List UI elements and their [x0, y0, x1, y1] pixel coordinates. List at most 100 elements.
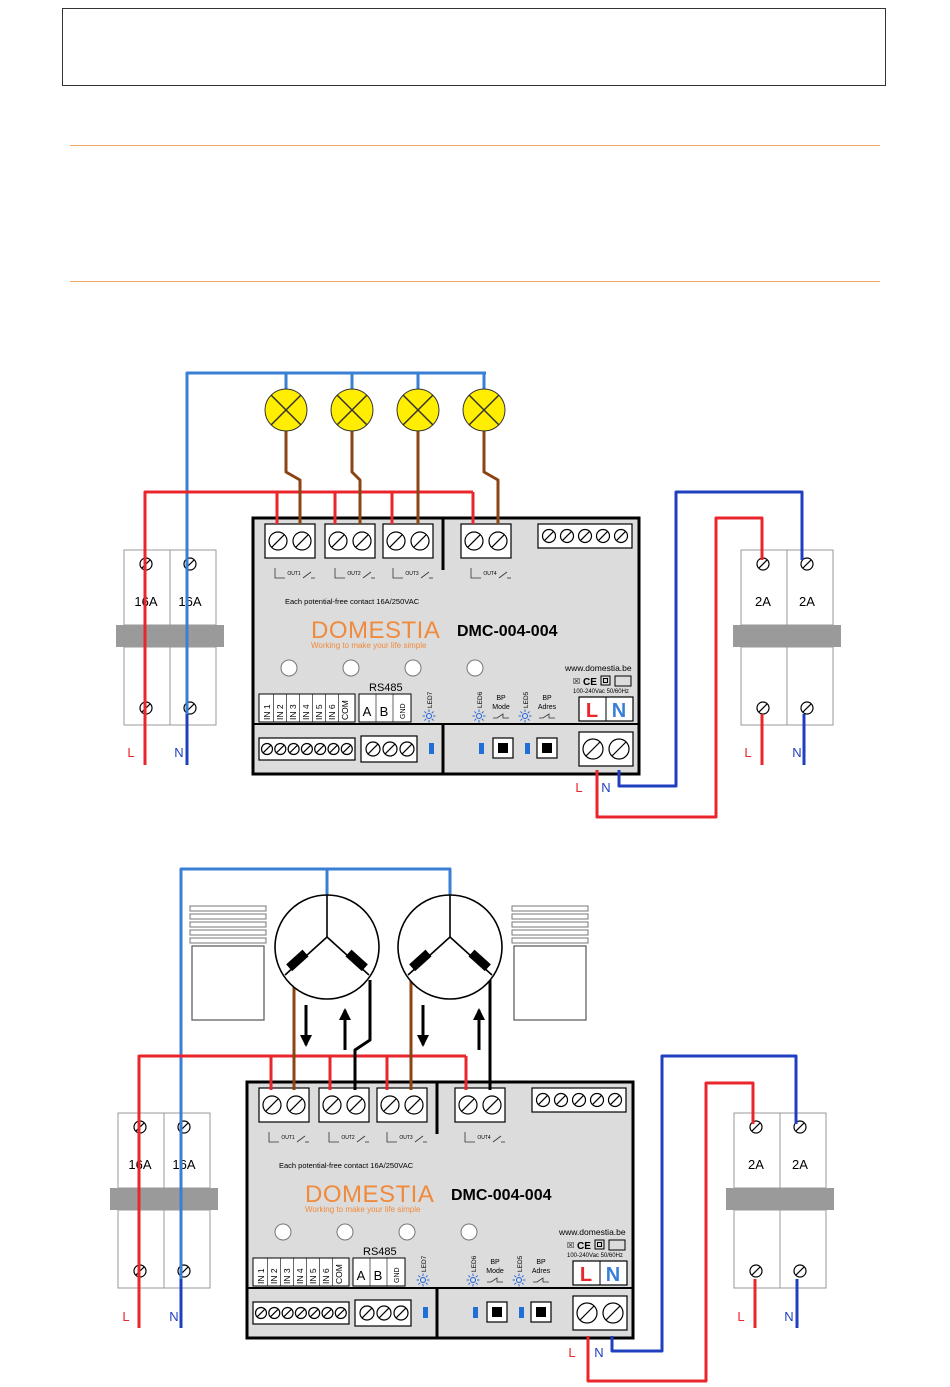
motors-bp-adres-button-cap [536, 1307, 546, 1317]
motors-channel-button-1 [274, 1223, 292, 1241]
motors-output-2-screw-a-slot [325, 1098, 339, 1112]
lamps-class2-mark-outer [600, 675, 611, 686]
lamps-relay-symbol-1 [274, 568, 285, 579]
shutter-right-slat-2 [511, 921, 589, 928]
motors-input-label-5: IN 6 [321, 1268, 331, 1284]
motors-input-label-4: IN 5 [308, 1268, 318, 1284]
shutter-right-slat-4 [511, 937, 589, 944]
motors-led6-ray-5 [468, 1275, 471, 1278]
motors-led5-icon [516, 1277, 522, 1283]
lamps-led5-icon [522, 713, 528, 719]
lamps-input-label-5: IN 6 [327, 704, 337, 720]
lamps-bp-adres-button-cap [542, 743, 552, 753]
lamps-bus-B: B [380, 704, 389, 719]
shutter-right-window [513, 945, 587, 1021]
motors-led6-icon [470, 1277, 476, 1283]
motors-class2-mark-inner [597, 1242, 602, 1247]
shutter-left-slat-4 [189, 937, 267, 944]
shutter-right-slat-1 [511, 913, 589, 920]
motors-bus-screw-2-slot [395, 1307, 407, 1319]
motors-module-N-label: N [594, 1345, 603, 1360]
motors-input-label-0: IN 1 [256, 1268, 266, 1284]
lamps-module-body [251, 516, 641, 776]
lamps-input-label-6: COM [340, 700, 350, 720]
lamps-ce-mark: CE [583, 677, 597, 688]
motors-led7-label: LED7 [421, 1255, 428, 1272]
motors-input-screw-1-slot [270, 1308, 279, 1318]
motors-relay-switch-3 [414, 1135, 424, 1143]
motors-output-2-screw-b-slot [349, 1098, 363, 1112]
motors-input-screw-5-slot [323, 1308, 332, 1318]
motors-supply-breaker-rating-1: 2A [792, 1157, 808, 1172]
lamps-power-label-N: N [612, 700, 626, 722]
motors-bus-label: RS485 [363, 1246, 397, 1258]
lamps-output-label-2: OUT2 [347, 571, 361, 577]
lamps-led6-ray-1 [481, 718, 484, 721]
lamps-channel-button-3 [404, 659, 422, 677]
lamps-input-screw-2-slot [289, 744, 298, 754]
lamps-aux-screw-0-slot [544, 531, 554, 541]
motors-bus-A: A [357, 1268, 366, 1283]
motors-brand-tagline: Working to make your life simple [305, 1205, 421, 1214]
motors-input-label-box [252, 1257, 350, 1287]
lamps-relay-symbol-2 [334, 568, 345, 579]
motors-input-screw-6-slot [336, 1308, 346, 1318]
lamps-bus-screw-2-slot [401, 743, 413, 755]
lamps-led5-label: LED5 [523, 691, 530, 708]
motors-aux-screw-4-slot [610, 1095, 620, 1105]
motors-bus-screw-1-slot [378, 1307, 390, 1319]
lamps-breaker-L-label: L [127, 745, 134, 760]
lamps-class2-mark-inner [603, 678, 608, 683]
lamps-output-3-screw-b-slot [413, 534, 427, 548]
motors-input-screw-3-slot [296, 1308, 306, 1318]
lamps-aux-screw-1-slot [562, 531, 572, 541]
motors-led5-ray-7 [521, 1275, 524, 1278]
lamps-weee-icon: ☒ [573, 677, 580, 686]
motors-led6-ray-3 [468, 1282, 471, 1285]
lamps-led7-ray-3 [424, 718, 427, 721]
lamps-status-led-7 [429, 743, 434, 754]
lamps-input-screw-1-slot [276, 744, 285, 754]
motors-breaker-N-label: N [169, 1309, 178, 1324]
lamps-bus-GND: GND [400, 703, 407, 719]
lamps-supply-breaker-rating-1: 2A [799, 594, 815, 609]
motors-status-led-6 [473, 1307, 478, 1318]
motors-relay-symbol-4 [464, 1132, 475, 1143]
motors-input-screw-0-slot [256, 1308, 266, 1318]
motors-module-neutral [610, 1054, 798, 1353]
lamps-output-3-screw-a-slot [389, 534, 403, 548]
lamps-power-screw-L-slot [585, 741, 601, 757]
lamps-supply-wire [185, 371, 486, 714]
lamps-input-label-2: IN 3 [288, 704, 298, 720]
lamps-status-led-5 [525, 743, 530, 754]
motors-input-screw-4-slot [309, 1308, 319, 1318]
motors-power-rating: 100-240Vac 50/60Hz [567, 1253, 623, 1259]
motors-weee-icon: ☒ [567, 1241, 574, 1250]
motors-input-label-6: COM [334, 1264, 344, 1284]
lamps-input-label-box [258, 693, 356, 723]
lamps-relay-switch-2 [362, 571, 372, 579]
shutter-left-slat-1 [189, 913, 267, 920]
motors-bp-mode-symbol [487, 1277, 503, 1283]
motors-output-label-1: OUT1 [281, 1135, 295, 1141]
motors-bus-label-box [352, 1257, 406, 1287]
shutter-left-slat-2 [189, 921, 267, 928]
lamps-power-screw-N-slot [611, 741, 627, 757]
motors-led6-ray-1 [475, 1282, 478, 1285]
lamps-input-screw-5-slot [329, 744, 338, 754]
lamps-led7-ray-1 [431, 718, 434, 721]
motors-bp-adres-1: BP [536, 1259, 546, 1266]
motor-1-winding-right [345, 949, 368, 972]
motors-model-name: DMC-004-004 [451, 1187, 552, 1204]
motors-relay-symbol-1 [268, 1132, 279, 1143]
motors-relay-switch-2 [356, 1135, 366, 1143]
motors-status-led-5 [519, 1307, 524, 1318]
lamps-output-4-screw-b-slot [491, 534, 505, 548]
motors-load-breaker-rating-1: 16A [172, 1157, 195, 1172]
motors-supply-wire [179, 867, 452, 1280]
lamps-relay-switch-4 [498, 571, 508, 579]
motors-led6-ray-7 [475, 1275, 478, 1278]
lamps-load-breaker-bar [116, 625, 224, 647]
